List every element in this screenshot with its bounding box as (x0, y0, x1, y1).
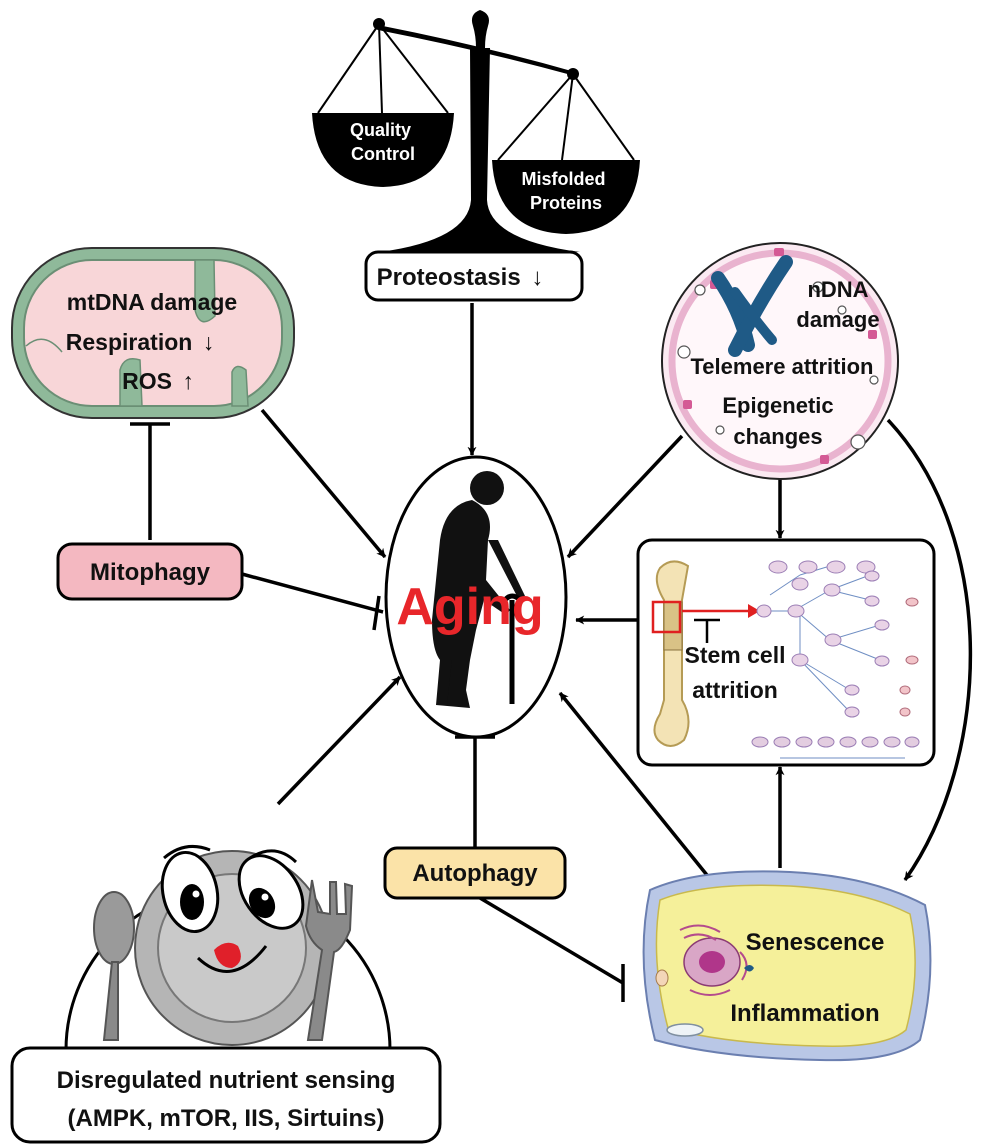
nutrient-sensing: Disregulated nutrient sensing (AMPK, mTO… (10, 844, 442, 1144)
attrition-text: attrition (692, 677, 778, 703)
svg-text:Quality Control: Quality Control (350, 120, 416, 164)
aging-label: Aging (396, 578, 543, 636)
inhibit-autophagy-senescence (479, 896, 624, 985)
inflammation-text: Inflammation (730, 1000, 879, 1027)
epigenetic-text: Epigenetic (722, 393, 833, 418)
quality-control-line2: Control (351, 144, 415, 164)
arrow-nucleus-to-aging (566, 434, 684, 559)
misfolded-proteins-line2: Proteins (530, 193, 602, 213)
proteostasis-label: Proteostasis (377, 264, 521, 291)
quality-control-line1: Quality (350, 120, 411, 140)
autophagy-box: Autophagy (383, 846, 567, 900)
arrow-nucleus-to-senescence (886, 418, 973, 882)
arrow-nutrient-to-aging (276, 675, 402, 806)
tongue-icon (214, 942, 241, 968)
svg-text:ROS ↑: ROS ↑ (122, 368, 194, 394)
misfolded-proteins-line1: Misfolded (521, 169, 605, 189)
fork-icon (304, 879, 354, 1041)
autophagy-label: Autophagy (412, 860, 538, 887)
connectors (130, 303, 973, 1002)
mitophagy-label: Mitophagy (90, 559, 211, 586)
svg-text:Proteostasis ↓: Proteostasis ↓ (377, 264, 544, 291)
misfolded-proteins-pan (492, 160, 640, 234)
respiration-down-arrow: ↓ (203, 329, 215, 355)
chromosome-icon (711, 255, 793, 357)
senescent-cell: Senescence Inflammation (642, 870, 932, 1062)
proteostasis-scale: Quality Control Misfolded Proteins (312, 10, 640, 252)
ndna-text: nDNA (807, 277, 868, 302)
ros-up-arrow: ↑ (182, 368, 194, 394)
svg-text:Respiration ↓: Respiration ↓ (66, 329, 214, 355)
cartoon-eyes-icon (160, 844, 305, 934)
ros-text: ROS (122, 368, 172, 394)
quality-control-pan (312, 113, 454, 187)
spoon-icon (93, 891, 135, 1041)
changes-text: changes (733, 424, 822, 449)
aging-center: Aging (384, 455, 568, 739)
arrow-mitochondria-to-aging (260, 408, 387, 559)
nucleus: nDNA damage Telemere attrition Epigeneti… (661, 242, 899, 480)
respiration-text: Respiration (66, 329, 193, 355)
mitochondrion: mtDNA damage Respiration ↓ ROS ↑ (11, 247, 295, 419)
damage-text: damage (796, 307, 879, 332)
nutrient-line1: Disregulated nutrient sensing (57, 1067, 396, 1094)
inhibit-mitophagy-aging (241, 572, 384, 614)
telemere-attrition-text: Telemere attrition (691, 354, 874, 379)
stem-cell-panel: Stem cell attrition (636, 538, 936, 767)
svg-text:Misfolded Proteins: Misfolded Proteins (521, 169, 610, 213)
nutrient-line2: (AMPK, mTOR, IIS, Sirtuins) (68, 1105, 385, 1132)
arrow-senescence-to-aging (558, 691, 717, 887)
mitophagy-box: Mitophagy (56, 542, 244, 601)
proteostasis-box: Proteostasis ↓ (364, 250, 584, 302)
senescence-text: Senescence (746, 929, 885, 956)
mtdna-damage-text: mtDNA damage (67, 289, 237, 315)
proteostasis-down-arrow: ↓ (531, 264, 543, 291)
stem-cell-text: Stem cell (685, 642, 786, 668)
elderly-person-icon (432, 471, 526, 708)
